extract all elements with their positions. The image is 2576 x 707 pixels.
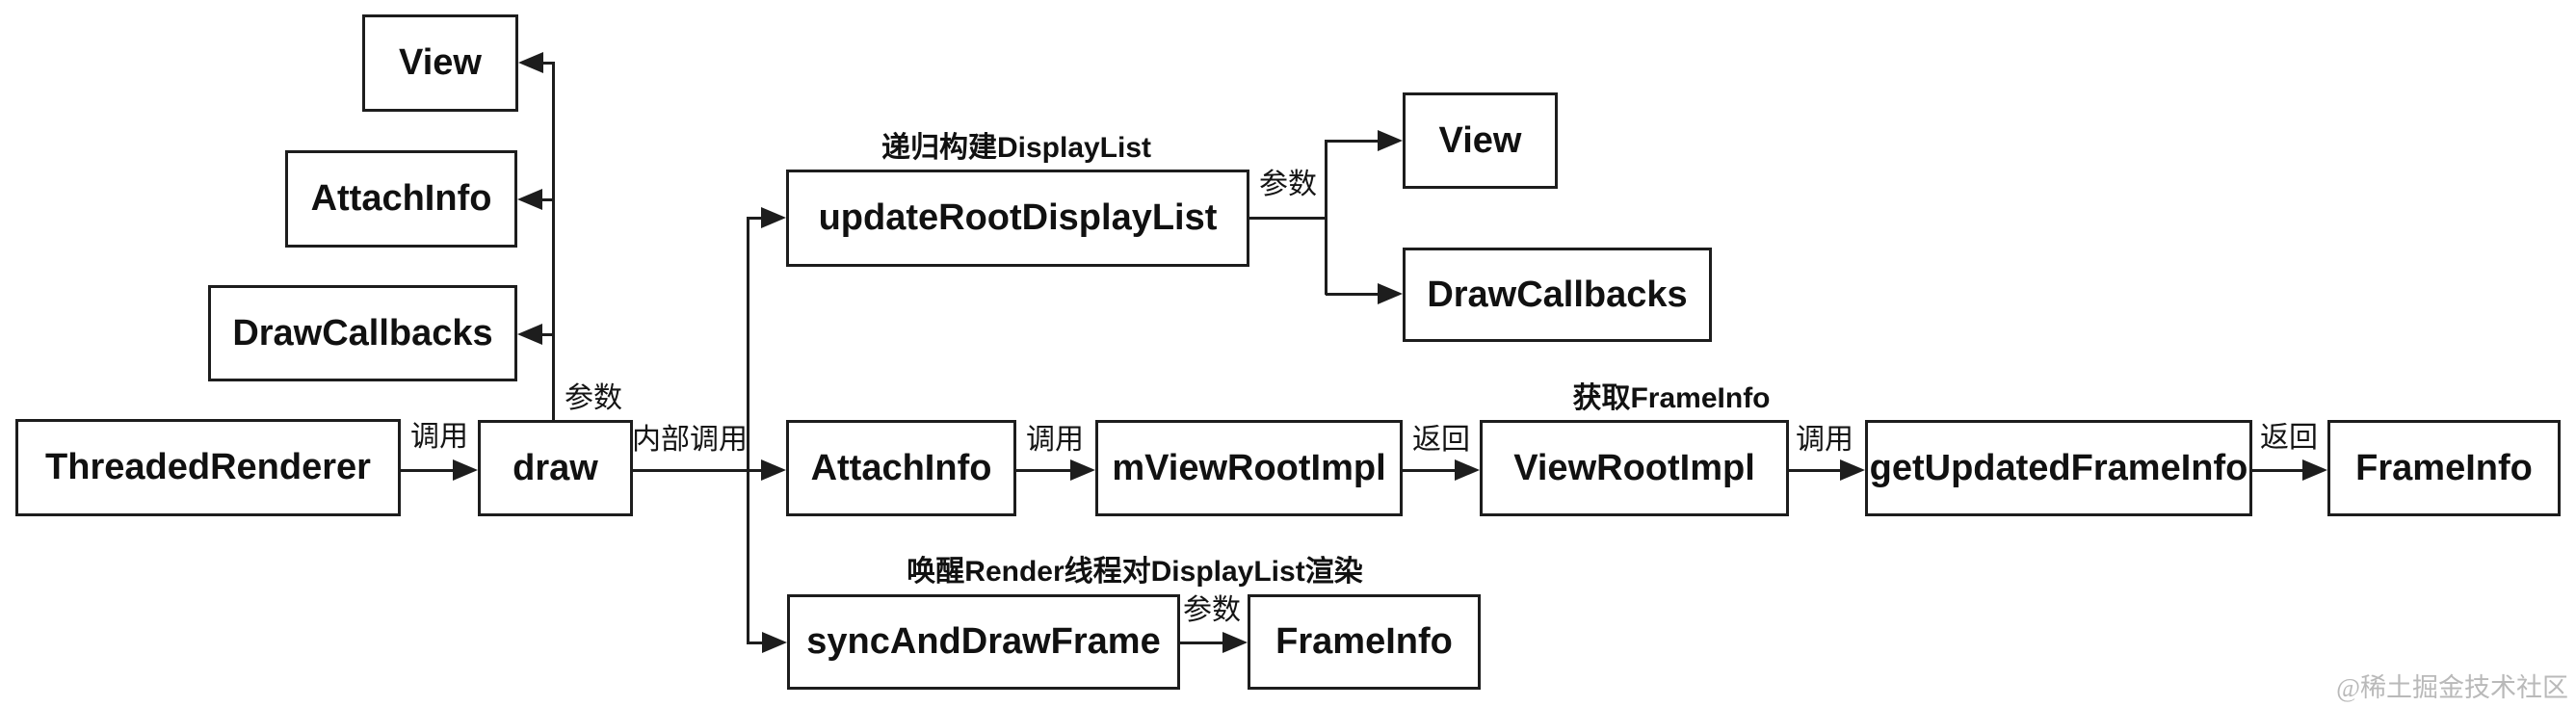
edge-line-updateroot-trunk bbox=[1325, 140, 1327, 295]
edge-line-viewrootimpl-getupdated bbox=[1789, 469, 1842, 472]
caption-viewrootimpl: 获取FrameInfo bbox=[1572, 382, 1771, 414]
edge-line-to-updateroot bbox=[748, 217, 763, 220]
arrowhead-into-drawcallbacks-2 bbox=[1378, 283, 1403, 304]
arrowhead-into-updateroot bbox=[761, 207, 786, 228]
arrowhead-into-frameinfo-1 bbox=[2302, 459, 2327, 481]
edge-line-to-drawcallbacks-1 bbox=[540, 333, 555, 336]
node-draw: draw bbox=[478, 420, 633, 516]
node-viewrootimpl: ViewRootImpl bbox=[1480, 420, 1789, 516]
node-frameinfo-1: FrameInfo bbox=[2327, 420, 2561, 516]
edge-label-call-1: 调用 bbox=[410, 421, 468, 453]
arrowhead-into-view-1 bbox=[518, 52, 543, 73]
arrowhead-into-mviewrootimpl bbox=[1070, 459, 1095, 481]
edge-line-threadedrenderer-draw bbox=[401, 469, 455, 472]
edge-label-call-3: 调用 bbox=[1796, 424, 1853, 456]
edge-line-getupdated-frameinfo1 bbox=[2252, 469, 2304, 472]
node-getupdatedframeinfo: getUpdatedFrameInfo bbox=[1865, 420, 2252, 516]
caption-syncanddrawframe: 唤醒Render线程对DisplayList渲染 bbox=[907, 556, 1363, 588]
edge-line-to-syncanddrawframe bbox=[748, 642, 764, 644]
edge-line-to-view-2 bbox=[1326, 140, 1380, 143]
edge-label-param-updateroot: 参数 bbox=[1259, 169, 1317, 200]
node-threadedrenderer: ThreadedRenderer bbox=[15, 419, 401, 516]
node-view-2: View bbox=[1403, 92, 1558, 189]
node-attachinfo-2: AttachInfo bbox=[786, 420, 1016, 516]
edge-line-mviewrootimpl-viewrootimpl bbox=[1403, 469, 1457, 472]
edge-line-sync-frameinfo2 bbox=[1180, 642, 1224, 644]
node-syncanddrawframe: syncAndDrawFrame bbox=[787, 594, 1180, 690]
edge-label-param-draw: 参数 bbox=[565, 382, 622, 414]
arrowhead-into-viewrootimpl bbox=[1455, 459, 1480, 481]
edge-label-call-2: 调用 bbox=[1026, 424, 1084, 456]
node-drawcallbacks-1: DrawCallbacks bbox=[208, 285, 517, 381]
node-mviewrootimpl: mViewRootImpl bbox=[1095, 420, 1403, 516]
arrowhead-into-attachinfo-2 bbox=[761, 459, 786, 481]
node-attachinfo-1: AttachInfo bbox=[285, 150, 517, 248]
arrowhead-into-drawcallbacks-1 bbox=[517, 324, 542, 345]
arrowhead-into-syncanddrawframe bbox=[762, 632, 787, 653]
edge-line-updateroot-branch bbox=[1249, 217, 1327, 220]
node-updaterootdisplaylist: updateRootDisplayList bbox=[786, 170, 1249, 267]
arrowhead-into-draw bbox=[453, 459, 478, 481]
arrowhead-into-attachinfo-1 bbox=[517, 189, 542, 210]
edge-line-draw-param-trunk bbox=[552, 62, 555, 421]
caption-updateroot: 递归构建DisplayList bbox=[881, 132, 1152, 164]
edge-line-to-attachinfo-1 bbox=[540, 198, 555, 201]
node-drawcallbacks-2: DrawCallbacks bbox=[1403, 248, 1712, 342]
edge-label-param-sync: 参数 bbox=[1183, 594, 1241, 626]
arrowhead-into-view-2 bbox=[1378, 130, 1403, 151]
arrowhead-into-frameinfo-2 bbox=[1222, 632, 1248, 653]
node-view-1: View bbox=[362, 14, 518, 112]
edge-label-return-2: 返回 bbox=[2260, 422, 2318, 454]
edge-label-return-1: 返回 bbox=[1412, 424, 1470, 456]
edge-label-internal-call: 内部调用 bbox=[632, 424, 748, 456]
edge-line-draw-branch bbox=[633, 469, 749, 472]
arrowhead-into-getupdatedframeinfo bbox=[1840, 459, 1865, 481]
edge-line-to-attachinfo-2 bbox=[748, 469, 763, 472]
edge-line-internal-trunk bbox=[747, 217, 749, 644]
node-frameinfo-2: FrameInfo bbox=[1248, 594, 1481, 690]
watermark-juejin: @稀土掘金技术社区 bbox=[2336, 673, 2568, 702]
edge-line-to-drawcallbacks-2 bbox=[1326, 293, 1380, 296]
edge-line-to-view-1 bbox=[541, 62, 555, 65]
edge-line-attachinfo2-mviewrootimpl bbox=[1016, 469, 1072, 472]
